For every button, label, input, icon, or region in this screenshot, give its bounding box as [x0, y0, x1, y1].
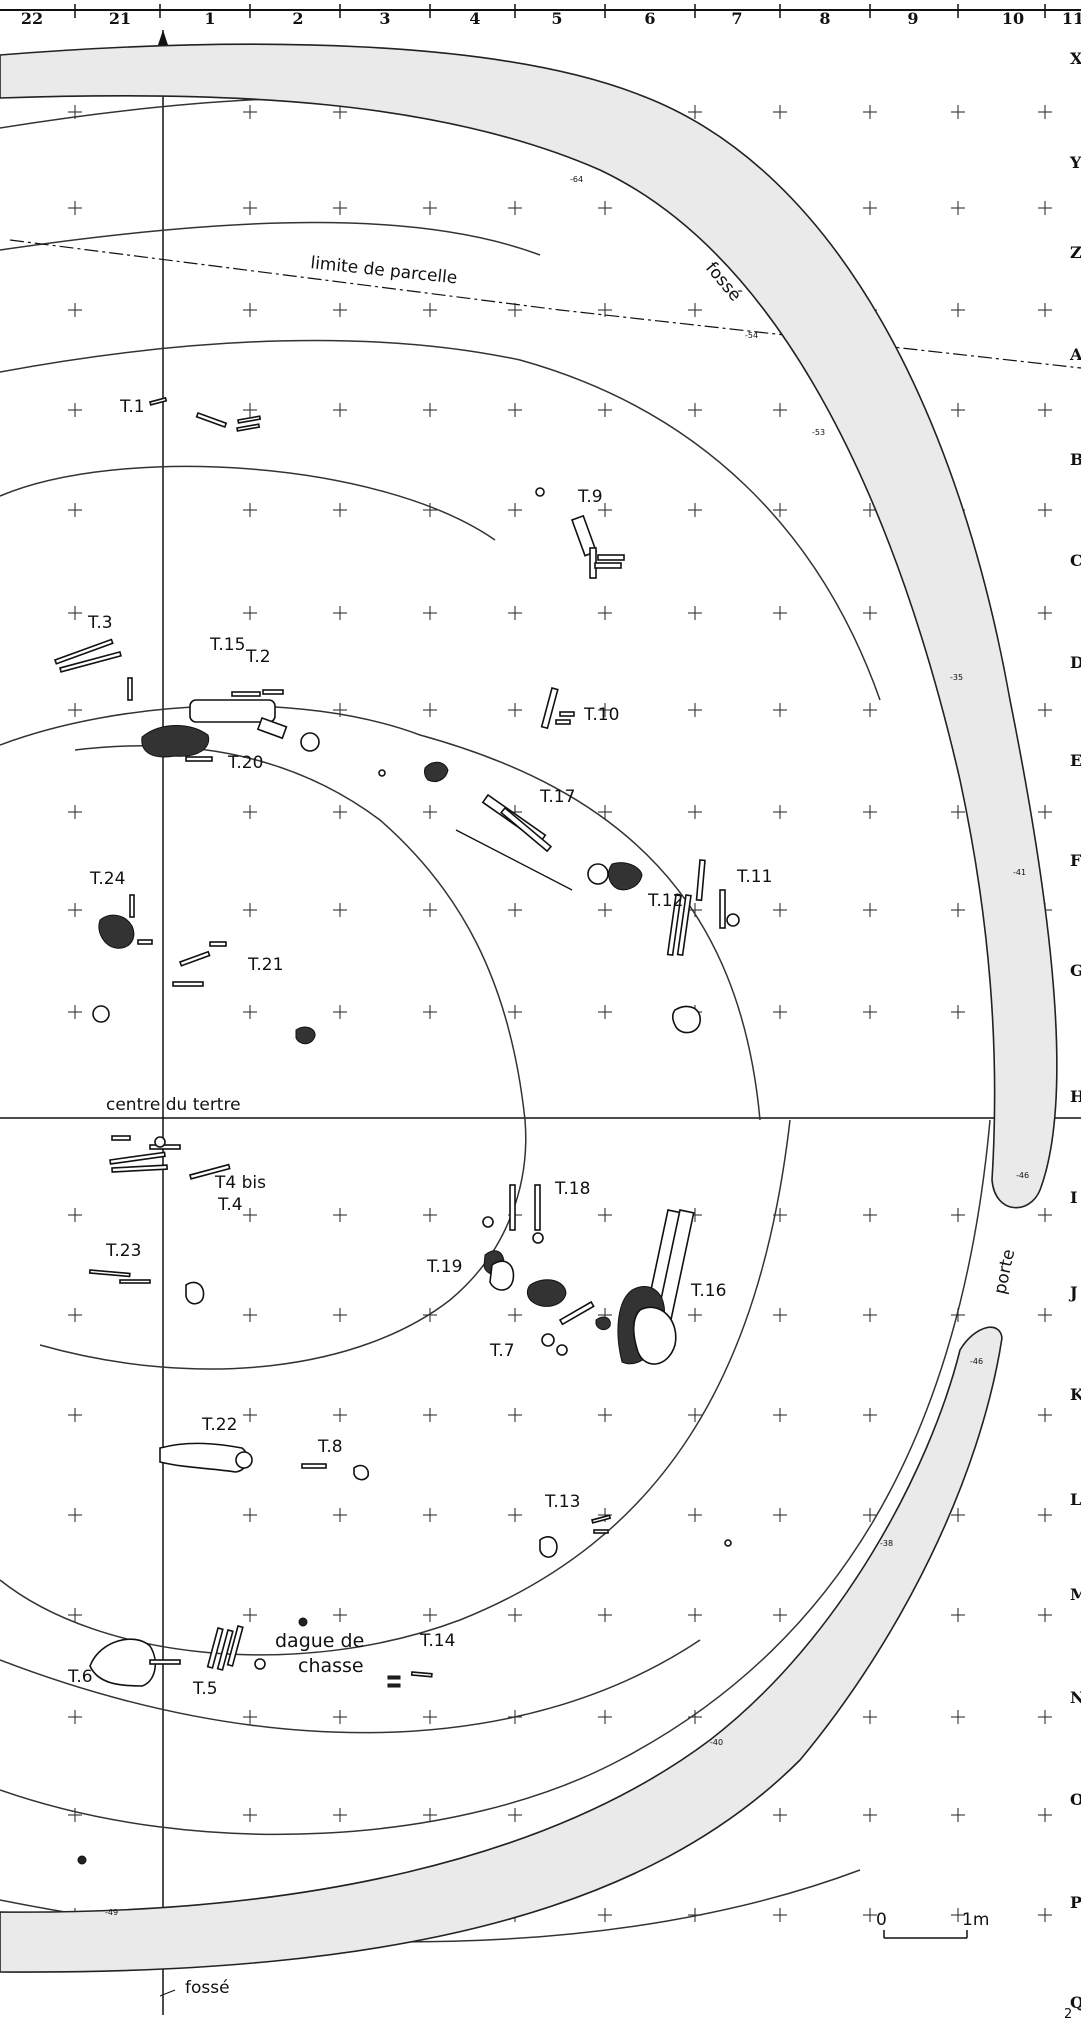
row-label: Y	[1069, 153, 1081, 172]
column-label: 11	[1062, 9, 1081, 28]
tomb-label: T.15	[209, 635, 245, 655]
row-label: Q	[1070, 1993, 1081, 2012]
tomb-label: T.21	[247, 955, 283, 975]
column-label: 5	[551, 9, 562, 28]
dagger-label-line2: chasse	[298, 1655, 364, 1677]
elevation: -54	[745, 331, 758, 340]
column-label: 9	[907, 9, 918, 28]
tomb-label: T.23	[105, 1241, 141, 1261]
column-label: 3	[379, 9, 390, 28]
scale-start-label: 0	[876, 1910, 887, 1930]
top-ruler	[0, 4, 1081, 18]
ditch: fossé fossé porte	[0, 43, 1058, 1998]
elevation: -38	[880, 1539, 893, 1548]
tomb-label: T.13	[544, 1492, 580, 1512]
row-label: A	[1069, 345, 1081, 364]
column-label: 4	[469, 9, 480, 28]
column-label: 1	[204, 9, 215, 28]
tomb-label: T.20	[227, 753, 263, 773]
page-number: 2	[1064, 2007, 1072, 2022]
elevation: -46	[1016, 1171, 1029, 1180]
tomb-label: T.4	[217, 1195, 243, 1215]
column-label: 8	[819, 9, 830, 28]
tomb-label: T.5	[192, 1679, 218, 1699]
elevations: -64 -54 -53 -35 -41 -46 -46 -38 -40 -49	[105, 175, 1029, 1917]
row-labels: X Y Z A B C D E F G H I J K L M N O P Q	[1068, 49, 1081, 2012]
row-label: C	[1070, 551, 1081, 570]
gate-label: porte	[990, 1248, 1019, 1296]
tomb-label: T.12	[647, 891, 683, 911]
tomb-label: T4 bis	[214, 1173, 266, 1193]
column-label: 22	[21, 9, 43, 28]
row-label: X	[1070, 49, 1081, 68]
tomb-label: T.16	[690, 1281, 726, 1301]
parcel-limit: limite de parcelle	[9, 239, 1081, 369]
tomb-label: T.11	[736, 867, 772, 887]
elevation: -64	[570, 175, 583, 184]
elevation: -53	[812, 428, 825, 437]
burials	[53, 396, 740, 1865]
row-label: E	[1070, 751, 1081, 770]
scale-bar: 0 1m	[876, 1910, 989, 1939]
column-label: 21	[109, 9, 131, 28]
row-label: L	[1070, 1490, 1081, 1509]
row-label: O	[1070, 1790, 1081, 1809]
tomb-label: T.1	[119, 397, 145, 417]
tomb-label: T.9	[577, 487, 603, 507]
tomb-label: T.17	[539, 787, 575, 807]
dagger-label-line1: dague de	[275, 1630, 364, 1652]
tomb-label: T.18	[554, 1179, 590, 1199]
annotations: centre du tertre dague de chasse	[106, 1095, 364, 1677]
row-label: P	[1070, 1893, 1081, 1912]
parcel-limit-label: limite de parcelle	[309, 253, 458, 288]
row-label: M	[1070, 1585, 1081, 1604]
row-label: K	[1070, 1385, 1081, 1404]
elevation: -46	[970, 1357, 983, 1366]
scale-end-label: 1m	[962, 1910, 989, 1930]
tomb-label: T.10	[583, 705, 619, 725]
tomb-label: T.24	[89, 869, 125, 889]
elevation: -41	[1013, 868, 1026, 877]
tomb-labels: T.1 T.2 T.3 T.4 T4 bis T.5 T.6 T.7 T.8 T…	[67, 397, 772, 1699]
row-label: Z	[1070, 243, 1081, 262]
tomb-label: T.6	[67, 1667, 93, 1687]
row-label: D	[1070, 653, 1081, 672]
row-label: I	[1070, 1188, 1077, 1207]
elevation: -40	[710, 1738, 723, 1747]
column-label: 7	[731, 9, 742, 28]
tomb-label: T.7	[489, 1341, 515, 1361]
tomb-label: T.19	[426, 1257, 462, 1277]
column-label: 2	[292, 9, 303, 28]
tomb-label: T.3	[87, 613, 113, 633]
row-label: B	[1070, 450, 1081, 469]
tomb-label: T.14	[419, 1631, 455, 1651]
elevation: -35	[950, 673, 963, 682]
row-label: G	[1070, 961, 1081, 980]
row-label: N	[1070, 1688, 1081, 1707]
elevation: -49	[105, 1908, 118, 1917]
column-labels: 22 21 1 2 3 4 5 6 7 8 9 10 11	[21, 9, 1081, 28]
ditch-label-bottom: fossé	[185, 1978, 230, 1998]
column-label: 10	[1002, 9, 1024, 28]
tomb-label: T.22	[201, 1415, 237, 1435]
row-label: J	[1068, 1283, 1078, 1302]
tomb-label: T.8	[317, 1437, 343, 1457]
row-label: F	[1070, 851, 1081, 870]
mound-centre-label: centre du tertre	[106, 1095, 241, 1115]
column-label: 6	[644, 9, 655, 28]
row-label: H	[1070, 1087, 1081, 1106]
axes: N	[0, 30, 1081, 2015]
tomb-label: T.2	[245, 647, 271, 667]
